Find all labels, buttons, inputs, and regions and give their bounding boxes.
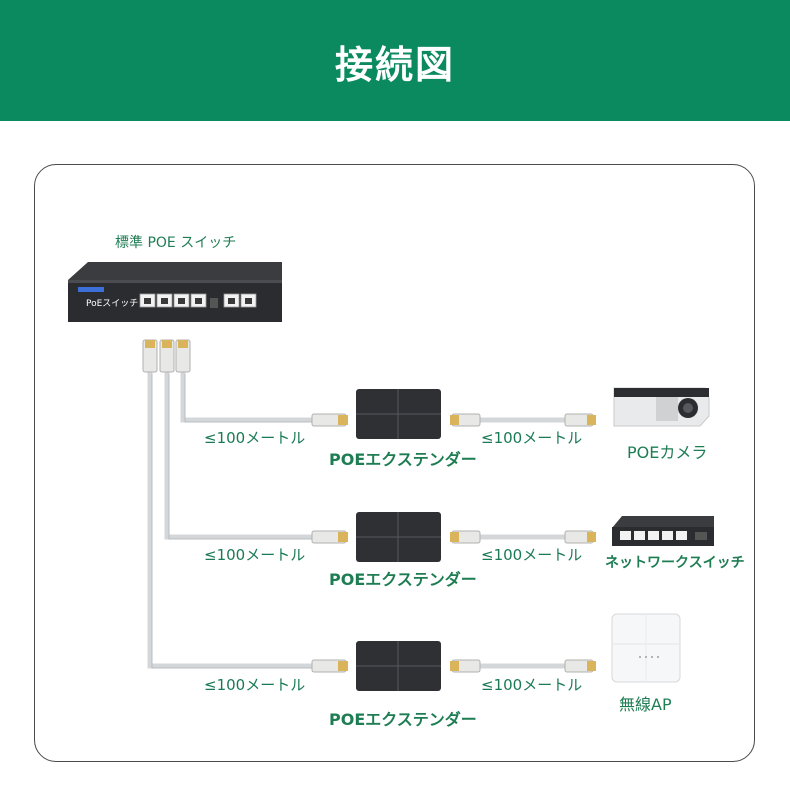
cable-length-in-1: ≤100メートル	[204, 429, 306, 447]
cable-to-extender-1	[180, 372, 312, 423]
rj45-plugs-extender-out	[450, 413, 596, 673]
cable-to-extender-2	[164, 372, 312, 540]
cable-length-in-3: ≤100メートル	[204, 676, 306, 694]
extender-label-2: POEエクステンダー	[329, 570, 477, 589]
main-switch-front-text: PoEスイッチ	[86, 299, 139, 309]
page-title: 接続図	[334, 43, 455, 87]
cable-length-out-3: ≤100メートル	[481, 676, 583, 694]
rj45-plugs-extender-in	[311, 413, 348, 673]
cables-to-devices	[480, 417, 565, 669]
wireless-ap-image	[611, 613, 681, 683]
rj45-plugs-switch	[142, 339, 191, 373]
extender-box-1	[356, 389, 441, 439]
main-poe-switch	[68, 262, 282, 322]
cable-to-extender-3	[147, 372, 312, 669]
device-label-network-switch: ネットワークスイッチ	[605, 555, 745, 571]
cable-length-in-2: ≤100メートル	[204, 546, 306, 564]
extender-label-1: POEエクステンダー	[329, 450, 477, 469]
device-label-camera: POEカメラ	[627, 443, 708, 462]
header-banner: 接続図	[0, 0, 790, 121]
cable-length-out-2: ≤100メートル	[481, 546, 583, 564]
cables-from-switch	[147, 372, 312, 669]
main-switch-label: 標準 POE スイッチ	[115, 235, 237, 251]
extender-box-3	[356, 641, 441, 691]
network-switch-image	[612, 516, 714, 546]
poe-camera-image	[613, 387, 710, 427]
extender-box-2	[356, 512, 441, 562]
extender-label-3: POEエクステンダー	[329, 710, 477, 729]
diagram-panel	[34, 164, 755, 762]
cable-length-out-1: ≤100メートル	[481, 429, 583, 447]
device-label-wireless-ap: 無線AP	[619, 695, 672, 714]
